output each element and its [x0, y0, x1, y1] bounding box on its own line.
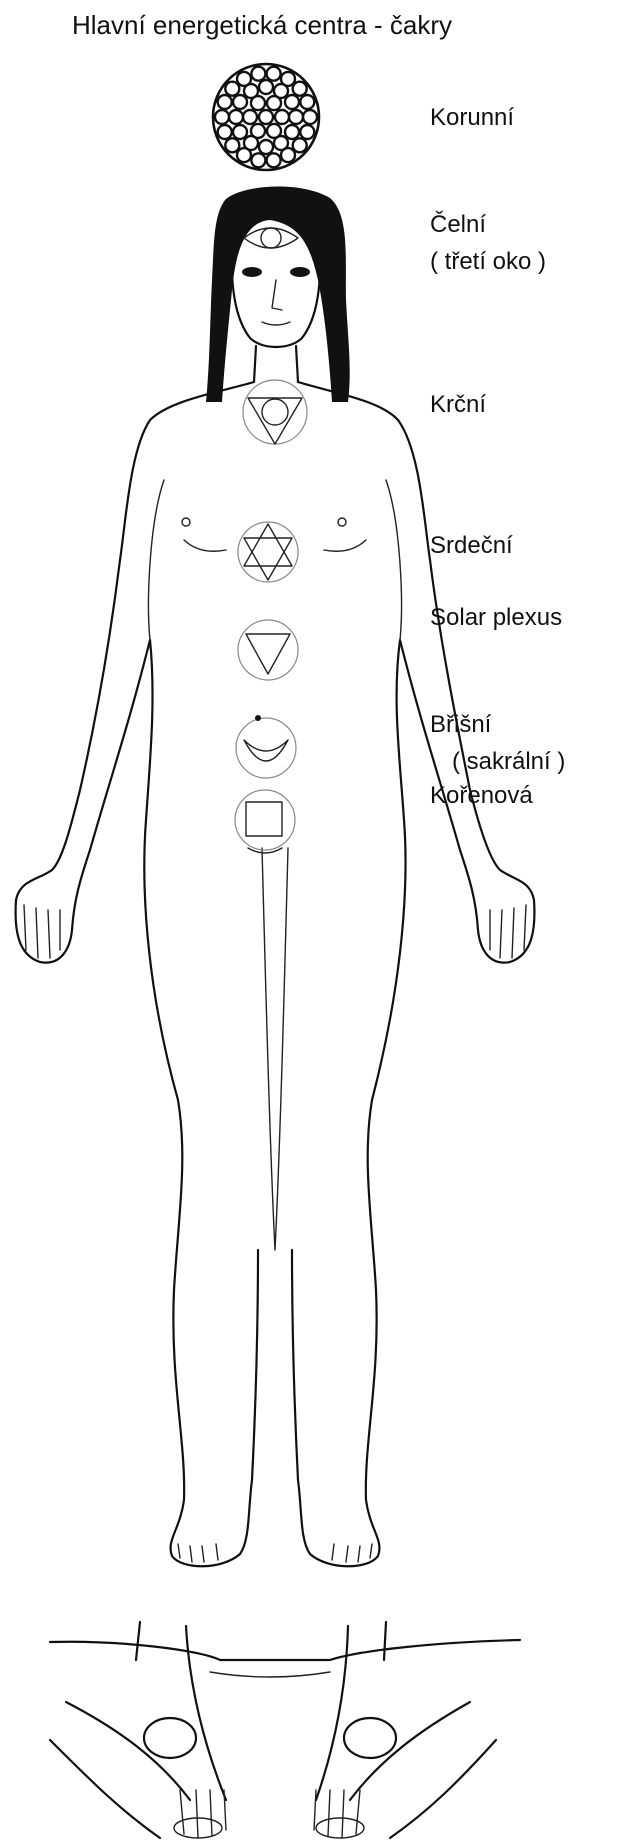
label-korenova: Kořenová — [430, 781, 533, 811]
label-brisni: Břišní — [430, 710, 491, 740]
nose — [272, 280, 282, 310]
left-fingers — [24, 905, 60, 958]
right-fingers — [490, 905, 526, 958]
face-outline — [232, 240, 321, 347]
lotus-petal — [218, 125, 232, 139]
lotus-petal — [293, 138, 307, 152]
neck — [254, 346, 298, 382]
lotus-petal — [303, 110, 317, 124]
lotus-petal — [259, 80, 273, 94]
brow-chakra-symbol — [244, 228, 298, 248]
label-srdecni: Srdeční — [430, 531, 513, 561]
right-toes — [332, 1544, 372, 1562]
lotus-petal — [267, 67, 281, 81]
lotus-petal — [251, 153, 265, 167]
lotus-petal — [237, 148, 251, 162]
lotus-petal — [237, 72, 251, 86]
right-eye — [290, 267, 310, 277]
lotus-petal — [259, 110, 273, 124]
right-inner-arm — [386, 480, 401, 640]
root-chakra-symbol — [235, 790, 295, 853]
lotus-petal — [225, 82, 239, 96]
lotus-petal — [275, 110, 289, 124]
label-korunni: Korunní — [430, 103, 514, 133]
left-toes — [178, 1544, 218, 1562]
lotus-petal — [218, 95, 232, 109]
mouth — [262, 322, 290, 325]
lotus-petal — [229, 110, 243, 124]
lotus-petal — [289, 110, 303, 124]
left-inner-arm — [149, 480, 164, 640]
solar-plexus-chakra-symbol — [238, 620, 298, 680]
heart-chakra-symbol — [238, 522, 298, 582]
label-celni-note: ( třetí oko ) — [430, 247, 546, 277]
inner-leg-line — [262, 848, 288, 1250]
seated-figure-fragment — [50, 1622, 520, 1838]
lotus-petal — [233, 95, 247, 109]
lotus-petal — [285, 95, 299, 109]
right-nipple — [338, 518, 346, 526]
label-krcni: Krční — [430, 390, 486, 420]
lotus-petal — [233, 125, 247, 139]
label-brisni-note: ( sakrální ) — [452, 747, 565, 777]
lotus-petal — [251, 67, 265, 81]
lotus-petal — [215, 110, 229, 124]
lotus-petal — [281, 148, 295, 162]
label-solar-plexus: Solar plexus — [430, 603, 562, 633]
chest-line — [184, 540, 366, 551]
lotus-petal — [259, 140, 273, 154]
lotus-petal — [243, 110, 257, 124]
lotus-petal — [300, 95, 314, 109]
crown-chakra-lotus — [213, 64, 319, 170]
lotus-petal — [281, 72, 295, 86]
label-celni: Čelní — [430, 210, 486, 240]
lotus-petal — [300, 125, 314, 139]
sacral-chakra-symbol — [236, 715, 296, 778]
hair — [206, 186, 350, 402]
lotus-petal — [293, 82, 307, 96]
lotus-petal — [267, 153, 281, 167]
body-outline-left — [16, 382, 258, 1566]
lotus-petal — [225, 138, 239, 152]
left-eye — [242, 267, 262, 277]
left-nipple — [182, 518, 190, 526]
lotus-petal — [285, 125, 299, 139]
throat-chakra-symbol — [243, 380, 307, 444]
